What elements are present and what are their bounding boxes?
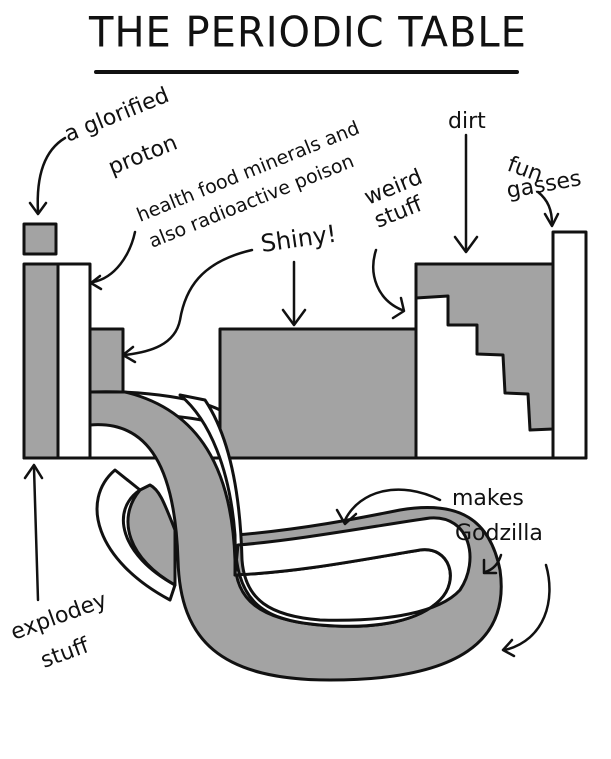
group3-block (88, 327, 125, 394)
label-shiny: Shiny! (259, 220, 338, 258)
label-makes: makes (452, 486, 524, 511)
f-block-ribbon (88, 390, 503, 682)
arrow-godzilla-1 (343, 488, 442, 522)
alkaline-earth-block (56, 262, 92, 460)
alkali-metals-block (22, 262, 60, 460)
arrow-godzilla-3 (503, 563, 551, 652)
arrow-group3 (123, 248, 254, 357)
transition-metals-block (218, 327, 418, 460)
label-hydrogen-line2: proton (105, 130, 181, 180)
arrow-hydrogen (36, 136, 67, 214)
label-explodey-line2: stuff (38, 633, 94, 674)
arrow-alkaline-earth (91, 230, 137, 284)
arrow-weird (372, 248, 404, 312)
label-godzilla: Godzilla (455, 521, 543, 546)
hydrogen-block (22, 222, 58, 256)
title-underline (94, 70, 519, 74)
label-dirt: dirt (448, 109, 486, 134)
label-explodey-line1: explodey (8, 588, 111, 646)
annotation-arrows (23, 133, 560, 658)
page-title: THE PERIODIC TABLE (89, 8, 527, 58)
arrow-fun-gasses (536, 190, 554, 226)
arrow-godzilla-2 (483, 553, 503, 574)
arrow-explodey (32, 466, 40, 602)
noble-gases-block (551, 230, 588, 460)
